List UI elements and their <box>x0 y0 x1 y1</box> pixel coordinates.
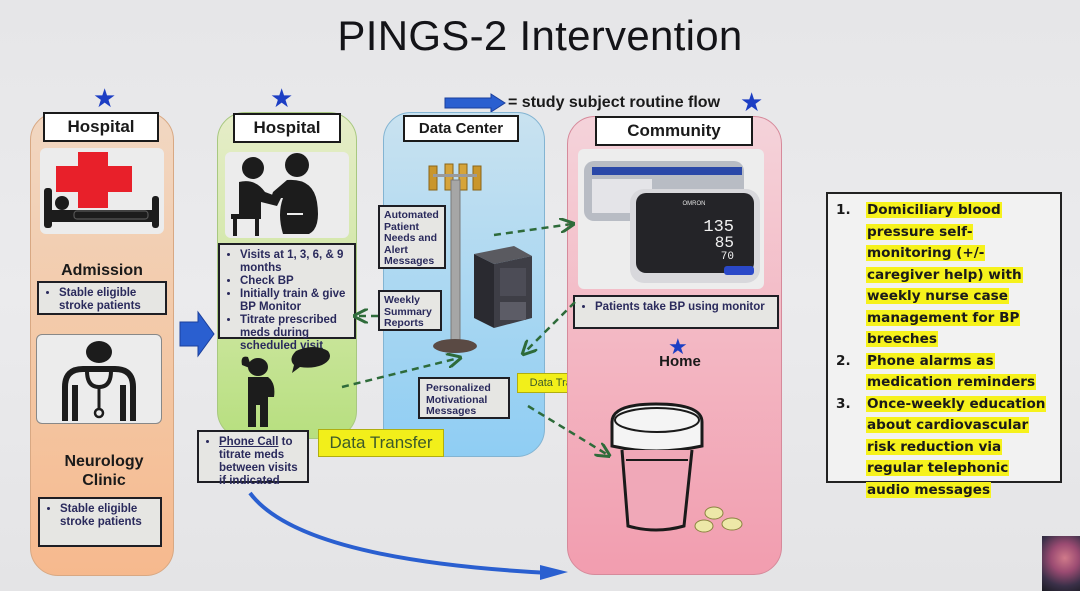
neurology-clinic-label: Neurology Clinic <box>64 453 144 489</box>
visit-detail-item: Visits at 1, 3, 6, & 9 months <box>240 249 348 275</box>
column-header-community: Community <box>595 116 753 146</box>
arrow-alerts-to-community <box>493 224 572 237</box>
column-header-hospital: Hospital <box>233 113 341 143</box>
weekly-summary-reports-box: Weekly Summary Reports <box>378 290 442 331</box>
intervention-components-box: 1. Domiciliary blood pressure self-monito… <box>826 192 1062 498</box>
home-star-icon: ★ <box>668 334 688 359</box>
bp-note-item: Patients take BP using monitor <box>595 301 771 314</box>
server-icon <box>474 246 532 328</box>
hospital-bed-red-cross-icon <box>40 148 164 234</box>
item-number: 1. <box>836 202 851 218</box>
bp-note-box: Patients take BP using monitor <box>573 295 779 329</box>
home-label: Home <box>659 353 701 370</box>
phone-call-item: Phone Call to titrate meds between visit… <box>219 436 301 488</box>
item-number: 3. <box>836 395 851 412</box>
item-text: Domiciliary blood pressure self-monitori… <box>866 202 1023 347</box>
column-header-data-center: Data Center <box>403 115 519 142</box>
admission-label: Admission <box>61 262 143 279</box>
bp-systolic-readout: 135 <box>703 218 734 237</box>
legend-text: = study subject routine flow <box>508 94 721 111</box>
personalized-messages-box: Personalized Motivational Messages <box>418 377 510 419</box>
star-icon: ★ <box>93 83 117 113</box>
legend-star-icon: ★ <box>740 87 764 117</box>
intervention-item: 3. Once-weekly education about cardiovasc… <box>836 394 1052 502</box>
slide-title: PINGS-2 Intervention <box>337 12 743 59</box>
arrow-community-to-datacenter <box>524 301 576 353</box>
brain-thumbnail-icon <box>1042 536 1080 591</box>
bp-pulse-readout: 70 <box>721 251 734 263</box>
bp-monitor-icon: OMRON 135 85 70 <box>578 149 764 289</box>
admission-criteria-item: Stable eligible stroke patients <box>59 287 159 313</box>
bp-brand: OMRON <box>683 201 706 207</box>
arrow-phone-to-datacenter <box>341 358 459 389</box>
item-number: 2. <box>836 352 851 369</box>
cell-tower-icon <box>428 163 482 353</box>
doctor-stethoscope-icon <box>36 334 162 424</box>
bp-diastolic-readout: 85 <box>715 234 734 252</box>
intervention-item: 2. Phone alarms as medication reminders <box>836 351 1052 394</box>
phone-call-link[interactable]: Phone Call <box>219 436 279 448</box>
phone-call-text: to titrate meds between visits if indica… <box>219 436 298 487</box>
legend-flow-arrow-icon <box>444 93 506 113</box>
routine-flow-curve-arrowhead <box>540 565 568 580</box>
admission-criteria-box: Stable eligible stroke patients <box>37 281 167 315</box>
neurology-criteria-item: Stable eligible stroke patients <box>60 503 154 529</box>
person-on-phone-icon <box>241 347 330 427</box>
visit-detail-item: Initially train & give BP Monitor <box>240 288 348 314</box>
doctor-patient-exam-icon <box>225 152 349 238</box>
intervention-item: 1. Domiciliary blood pressure self-monito… <box>836 200 1052 351</box>
star-icon: ★ <box>270 83 294 113</box>
automated-messages-box: Automated Patient Needs and Alert Messag… <box>378 205 446 269</box>
routine-flow-curve-arrow <box>248 491 551 575</box>
item-text: Once-weekly education about cardiovascul… <box>866 395 1047 498</box>
arrow-messages-to-home <box>527 404 608 455</box>
phone-call-box: Phone Call to titrate meds between visit… <box>197 430 309 487</box>
data-transfer-label: Data Transfer <box>318 429 444 457</box>
pill-bottle-icon <box>610 402 743 533</box>
visit-detail-item: Check BP <box>240 275 348 288</box>
item-text: Phone alarms as medication reminders <box>866 352 1037 390</box>
column-header-hospital: Hospital <box>43 112 159 142</box>
routine-flow-arrow-icon <box>179 310 215 358</box>
hospital-visit-details-box: Visits at 1, 3, 6, & 9 months Check BP I… <box>218 243 356 352</box>
neurology-criteria-box: Stable eligible stroke patients <box>38 497 162 547</box>
